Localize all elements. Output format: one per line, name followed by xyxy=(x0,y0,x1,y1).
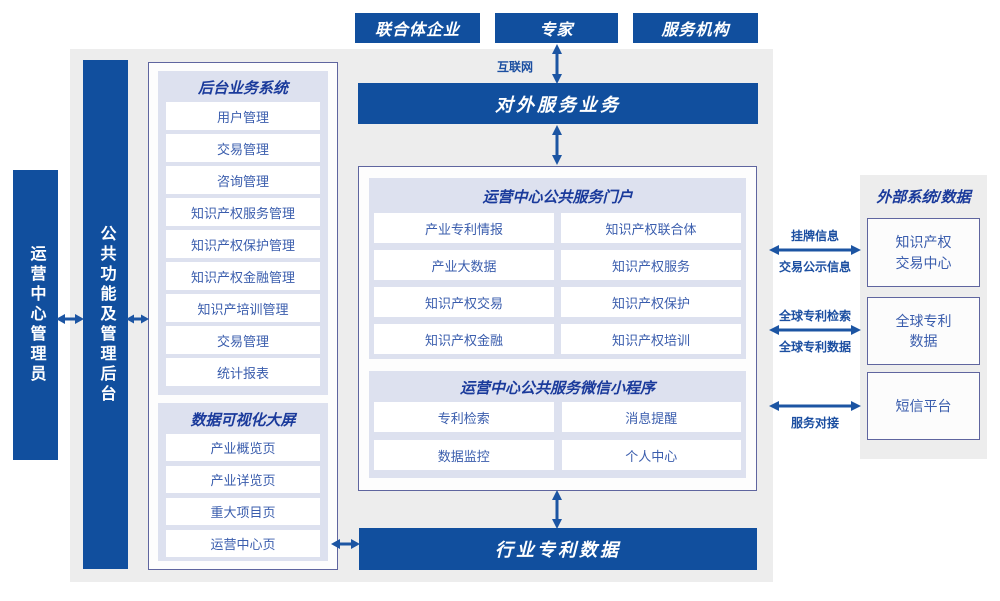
portal-container: 运营中心公共服务门户 产业专利情报 知识产权联合体 产业大数据 知识产权服务 知… xyxy=(358,166,757,491)
node-industry-patent-data: 行业专利数据 xyxy=(359,528,757,570)
backend-item: 知识产培训管理 xyxy=(166,294,320,322)
left-column-container: 后台业务系统 用户管理 交易管理 咨询管理 知识产权服务管理 知识产权保护管理 … xyxy=(148,62,338,570)
arrow-service-to-portal-icon xyxy=(552,125,562,165)
dataviz-item: 产业详览页 xyxy=(166,466,320,493)
node-consortium-enterprise: 联合体企业 xyxy=(355,13,480,43)
link-label-listing-info: 挂牌信息 xyxy=(790,229,839,243)
portal-item: 知识产权金融 xyxy=(374,324,554,354)
link-label-service-connection: 服务对接 xyxy=(790,416,839,430)
portal-item: 产业大数据 xyxy=(374,250,554,280)
backend-item: 统计报表 xyxy=(166,358,320,386)
arrow-sms-platform-icon xyxy=(769,401,861,411)
backend-item: 知识产权服务管理 xyxy=(166,198,320,226)
arrow-internet-icon xyxy=(552,44,562,84)
arrow-admin-backend-icon xyxy=(56,314,84,324)
miniprogram-item: 消息提醒 xyxy=(561,402,741,432)
backend-item: 用户管理 xyxy=(166,102,320,130)
backend-system-list: 用户管理 交易管理 咨询管理 知识产权服务管理 知识产权保护管理 知识产权金融管… xyxy=(158,102,328,386)
portal-item: 知识产权联合体 xyxy=(561,213,741,243)
portal-grid: 产业专利情报 知识产权联合体 产业大数据 知识产权服务 知识产权交易 知识产权保… xyxy=(369,213,746,354)
arrow-dataviz-industry-icon xyxy=(331,539,360,549)
external-box-sms-platform: 短信平台 xyxy=(867,372,980,440)
portal-item: 知识产权交易 xyxy=(374,287,554,317)
backend-item: 知识产权保护管理 xyxy=(166,230,320,258)
arrow-global-patent-icon xyxy=(769,325,861,335)
portal-item: 知识产权保护 xyxy=(561,287,741,317)
node-public-functions-backend: 公共功能及管理后台 xyxy=(83,60,128,569)
arrow-backend-leftcolumn-icon xyxy=(126,314,149,324)
portal-title: 运营中心公共服务门户 xyxy=(482,189,633,206)
dataviz-item: 重大项目页 xyxy=(166,498,320,525)
backend-item: 交易管理 xyxy=(166,134,320,162)
miniprogram-item: 数据监控 xyxy=(374,440,554,470)
internet-label: 互联网 xyxy=(496,60,533,74)
link-label-global-patent-search: 全球专利检索 xyxy=(778,309,851,323)
node-external-service-business: 对外服务业务 xyxy=(358,83,758,124)
portal-item: 知识产权培训 xyxy=(561,324,741,354)
external-box-global-patent-data: 全球专利 数据 xyxy=(867,297,980,365)
node-ops-center-admin: 运营中心管理员 xyxy=(13,170,58,460)
portal-item: 知识产权服务 xyxy=(561,250,741,280)
external-box-ip-trade-center: 知识产权 交易中心 xyxy=(867,218,980,287)
backend-item: 交易管理 xyxy=(166,326,320,354)
node-expert: 专家 xyxy=(495,13,618,43)
dataviz-item: 运营中心页 xyxy=(166,530,320,557)
external-systems-title: 外部系统/数据 xyxy=(876,189,971,206)
node-service-agency: 服务机构 xyxy=(633,13,758,43)
portal-item: 产业专利情报 xyxy=(374,213,554,243)
link-label-global-patent-data: 全球专利数据 xyxy=(778,340,851,354)
miniprogram-item: 专利检索 xyxy=(374,402,554,432)
miniprogram-title: 运营中心公共服务微信小程序 xyxy=(459,380,655,397)
portal-panel: 运营中心公共服务门户 产业专利情报 知识产权联合体 产业大数据 知识产权服务 知… xyxy=(369,178,746,359)
miniprogram-item: 个人中心 xyxy=(561,440,741,470)
dataviz-list: 产业概览页 产业详览页 重大项目页 运营中心页 xyxy=(158,434,328,557)
miniprogram-grid: 专利检索 消息提醒 数据监控 个人中心 xyxy=(369,402,746,470)
miniprogram-panel: 运营中心公共服务微信小程序 专利检索 消息提醒 数据监控 个人中心 xyxy=(369,371,746,478)
dataviz-item: 产业概览页 xyxy=(166,434,320,461)
backend-item: 知识产权金融管理 xyxy=(166,262,320,290)
arrow-ip-trade-center-icon xyxy=(769,245,861,255)
backend-item: 咨询管理 xyxy=(166,166,320,194)
link-label-trade-publicity-info: 交易公示信息 xyxy=(778,260,851,274)
dataviz-title: 数据可视化大屏 xyxy=(190,412,296,429)
dataviz-panel: 数据可视化大屏 产业概览页 产业详览页 重大项目页 运营中心页 xyxy=(158,403,328,561)
backend-system-title: 后台业务系统 xyxy=(197,80,288,97)
backend-system-panel: 后台业务系统 用户管理 交易管理 咨询管理 知识产权服务管理 知识产权保护管理 … xyxy=(158,71,328,395)
arrow-portal-to-industry-icon xyxy=(552,490,562,529)
